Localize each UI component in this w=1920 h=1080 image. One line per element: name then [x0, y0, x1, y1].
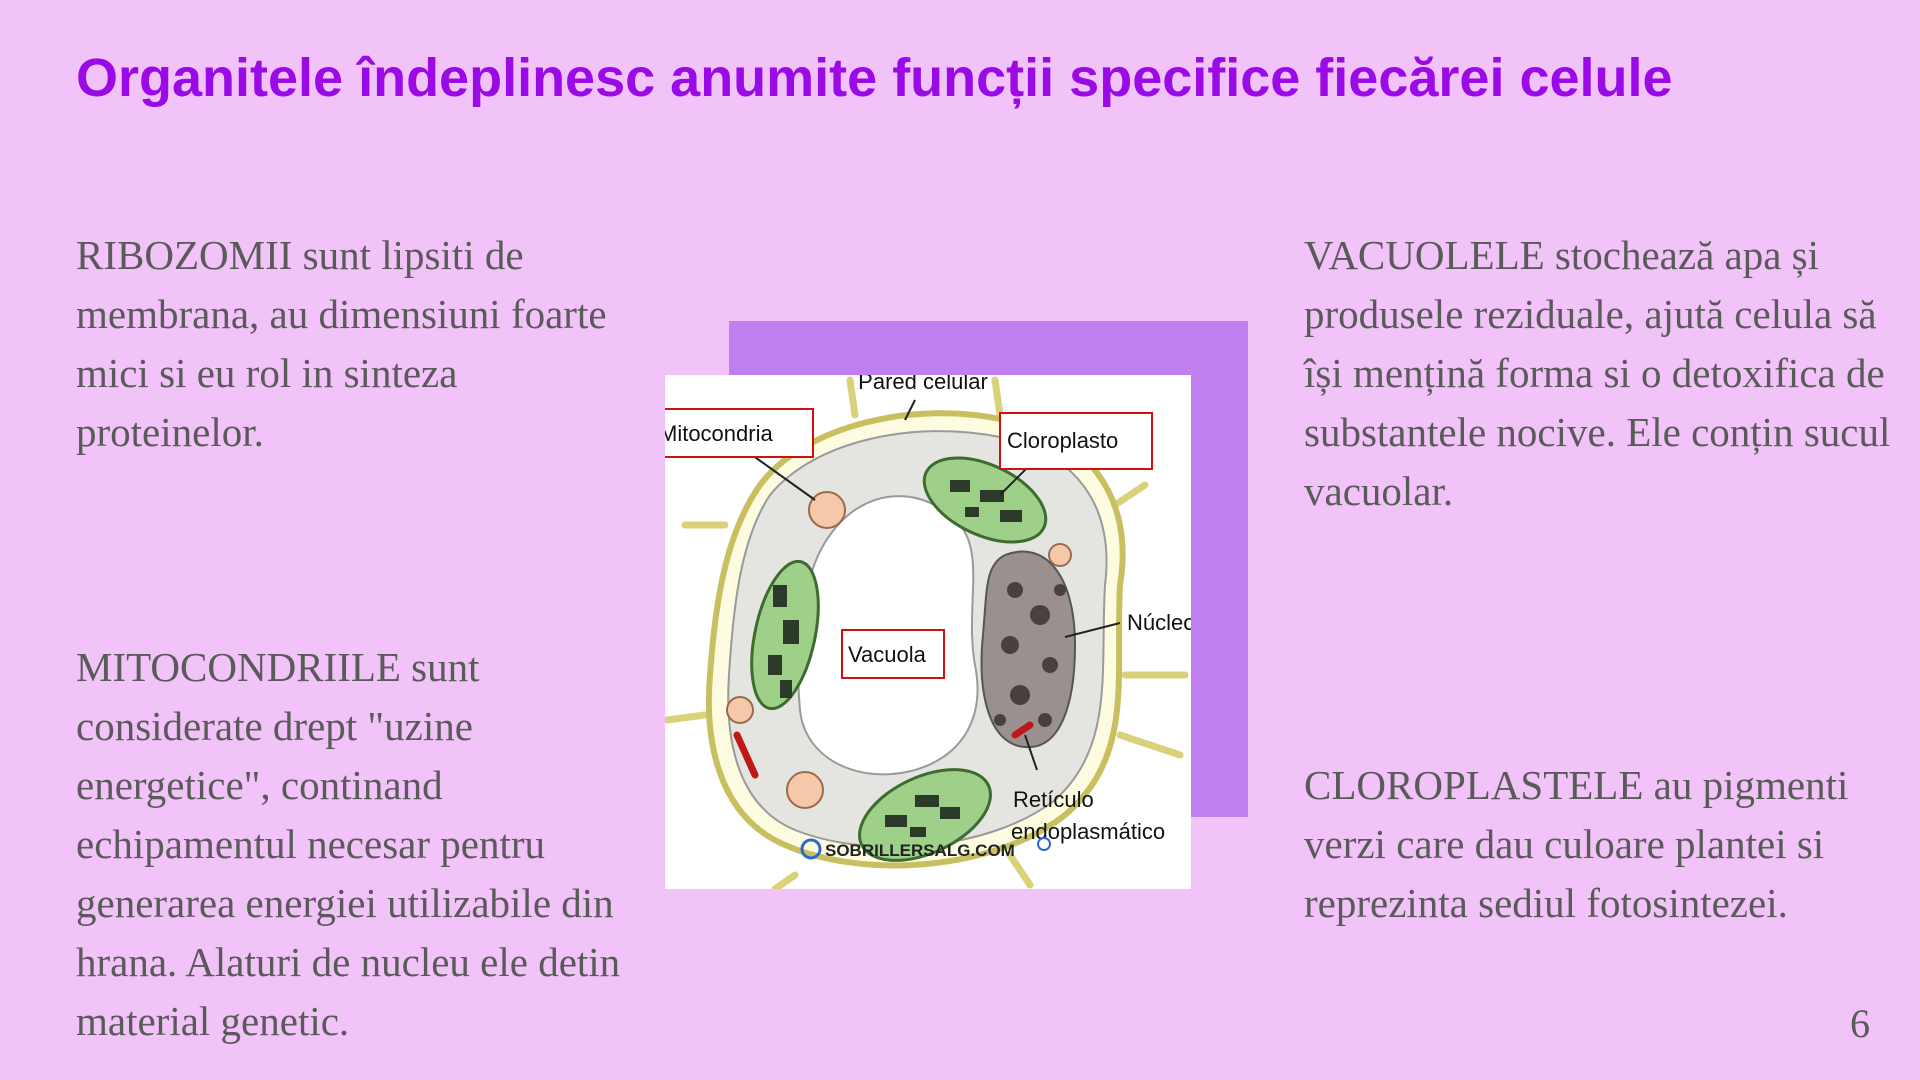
page-number: 6: [1850, 1001, 1870, 1046]
label-cloroplasto: Cloroplasto: [1007, 428, 1118, 453]
label-pared: Pared celular: [858, 375, 988, 394]
label-reticulo-line1: Retículo: [1013, 787, 1094, 812]
cloroplaste-paragraph: CLOROPLASTELE au pigmenti verzi care dau…: [1304, 762, 1849, 926]
nucleus: [980, 550, 1077, 749]
vacuole-paragraph: VACUOLELE stochează apa și produsele rez…: [1304, 232, 1891, 514]
slide-title: Organitele îndeplinesc anumite funcții s…: [76, 48, 1673, 108]
mitocondrii-paragraph: MITOCONDRIILE sunt considerate drept "uz…: [76, 644, 621, 1044]
label-box-vacuola: [841, 629, 945, 679]
watermark-atom-icon: [800, 838, 822, 860]
watermark-magnifier-icon: [1037, 837, 1051, 851]
label-box-mitocondria: [665, 408, 814, 458]
label-vacuola: Vacuola: [848, 642, 927, 667]
watermark-text: SOBRILLERSALG.COM: [825, 841, 1015, 860]
mitochondria: [726, 491, 1072, 809]
chloroplast-bottom: [858, 768, 992, 862]
chloroplast-left: [750, 559, 820, 711]
label-box-cloroplasto: [999, 412, 1153, 470]
nucleus-chromatin: [994, 582, 1066, 727]
label-nucleo: Núcleo: [1127, 610, 1191, 635]
ribozomi-paragraph: RIBOZOMII sunt lipsiti de membrana, au d…: [76, 232, 607, 455]
plant-cell-diagram: Pared celular Mitocondria Cloroplasto Nú…: [665, 375, 1191, 889]
plant-cell-figure: Pared celular Mitocondria Cloroplasto Nú…: [665, 375, 1191, 889]
cell-wall-extensions: [665, 376, 1189, 889]
label-reticulo-line2: endoplasmático: [1011, 819, 1165, 844]
label-mitocondria: Mitocondria: [665, 421, 773, 446]
endoplasmic-reticulum: [733, 721, 1034, 779]
